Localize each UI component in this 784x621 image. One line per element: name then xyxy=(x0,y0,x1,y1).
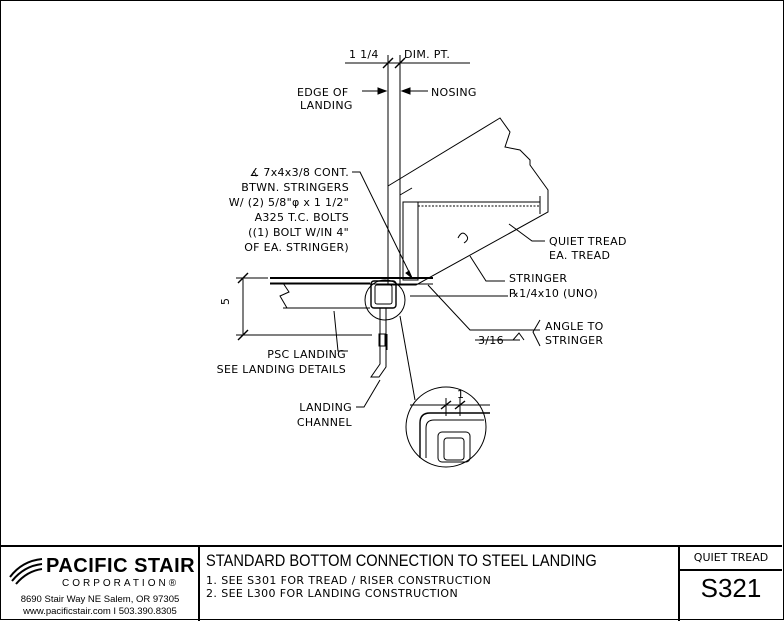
dim-detail: 1 xyxy=(457,388,464,401)
company-subtitle: CORPORATION® xyxy=(62,578,180,589)
svg-text:SEE LANDING DETAILS: SEE LANDING DETAILS xyxy=(217,363,346,376)
description-cell: STANDARD BOTTOM CONNECTION TO STEEL LAND… xyxy=(200,547,680,621)
landing-channel xyxy=(370,280,397,378)
angle-to-stringer-line1: ANGLE TO xyxy=(545,320,604,333)
svg-text:A325 T.C. BOLTS: A325 T.C. BOLTS xyxy=(255,211,349,224)
svg-text:OF EA. STRINGER): OF EA. STRINGER) xyxy=(244,241,349,254)
psc-landing-slab xyxy=(270,282,370,309)
stringer-line1: STRINGER xyxy=(509,272,567,285)
weld-size: 3/16 xyxy=(478,334,504,347)
note-1: 1. SEE S301 FOR TREAD / RISER CONSTRUCTI… xyxy=(206,574,492,587)
edge-of-landing-line1: EDGE OF xyxy=(297,86,348,99)
nosing-label: NOSING xyxy=(431,86,477,99)
company-logo-icon xyxy=(9,558,43,585)
quiet-tread xyxy=(402,196,541,281)
svg-text:((1) BOLT W/IN 4": ((1) BOLT W/IN 4" xyxy=(248,226,349,239)
stringer-plate xyxy=(387,117,549,286)
company-cell: PACIFIC STAIR CORPORATION® 8690 Stair Wa… xyxy=(0,547,200,621)
quiet-tread-line2: EA. TREAD xyxy=(549,249,610,262)
quiet-tread-line1: QUIET TREAD xyxy=(549,235,627,248)
svg-text:LANDING: LANDING xyxy=(299,401,352,414)
stair-detail-drawing: 1 1/4 DIM. PT. 5 1 EDGE OF LANDING NOSIN… xyxy=(217,48,627,468)
enlarged-detail-circle xyxy=(405,386,490,468)
dim-left: 1 1/4 xyxy=(349,48,379,61)
category-label: QUIET TREAD xyxy=(680,547,782,571)
stringer-line2: ℞1/4x10 (UNO) xyxy=(509,287,598,300)
drawing-title: STANDARD BOTTOM CONNECTION TO STEEL LAND… xyxy=(206,551,597,570)
sheet-cell: QUIET TREAD S321 xyxy=(680,547,782,621)
landing-channel-note: LANDING CHANNEL xyxy=(297,401,353,429)
note-2: 2. SEE L300 FOR LANDING CONSTRUCTION xyxy=(206,587,459,600)
angle-to-stringer-line2: STRINGER xyxy=(545,334,603,347)
psc-landing-note: PSC LANDING SEE LANDING DETAILS xyxy=(217,348,346,376)
svg-text:∡ 7x4x3/8 CONT.: ∡ 7x4x3/8 CONT. xyxy=(249,166,349,179)
company-address: 8690 Stair Way NE Salem, OR 97305 xyxy=(20,594,180,605)
svg-text:BTWN. STRINGERS: BTWN. STRINGERS xyxy=(241,181,349,194)
dim-vertical: 5 xyxy=(219,298,232,305)
svg-text:CHANNEL: CHANNEL xyxy=(297,416,353,429)
dim-right: DIM. PT. xyxy=(404,48,450,61)
angle-note: ∡ 7x4x3/8 CONT. BTWN. STRINGERS W/ (2) 5… xyxy=(229,166,349,254)
detail-bubble-small xyxy=(364,279,406,321)
svg-text:PSC LANDING: PSC LANDING xyxy=(267,348,346,361)
title-block: PACIFIC STAIR CORPORATION® 8690 Stair Wa… xyxy=(0,545,782,621)
sheet-number: S321 xyxy=(700,573,762,603)
edge-of-landing-line2: LANDING xyxy=(300,99,353,112)
svg-text:W/ (2) 5/8"φ x 1 1/2": W/ (2) 5/8"φ x 1 1/2" xyxy=(229,196,349,209)
company-name: PACIFIC STAIR xyxy=(46,555,196,577)
company-contact: www.pacificstair.com I 503.390.8305 xyxy=(23,606,177,617)
